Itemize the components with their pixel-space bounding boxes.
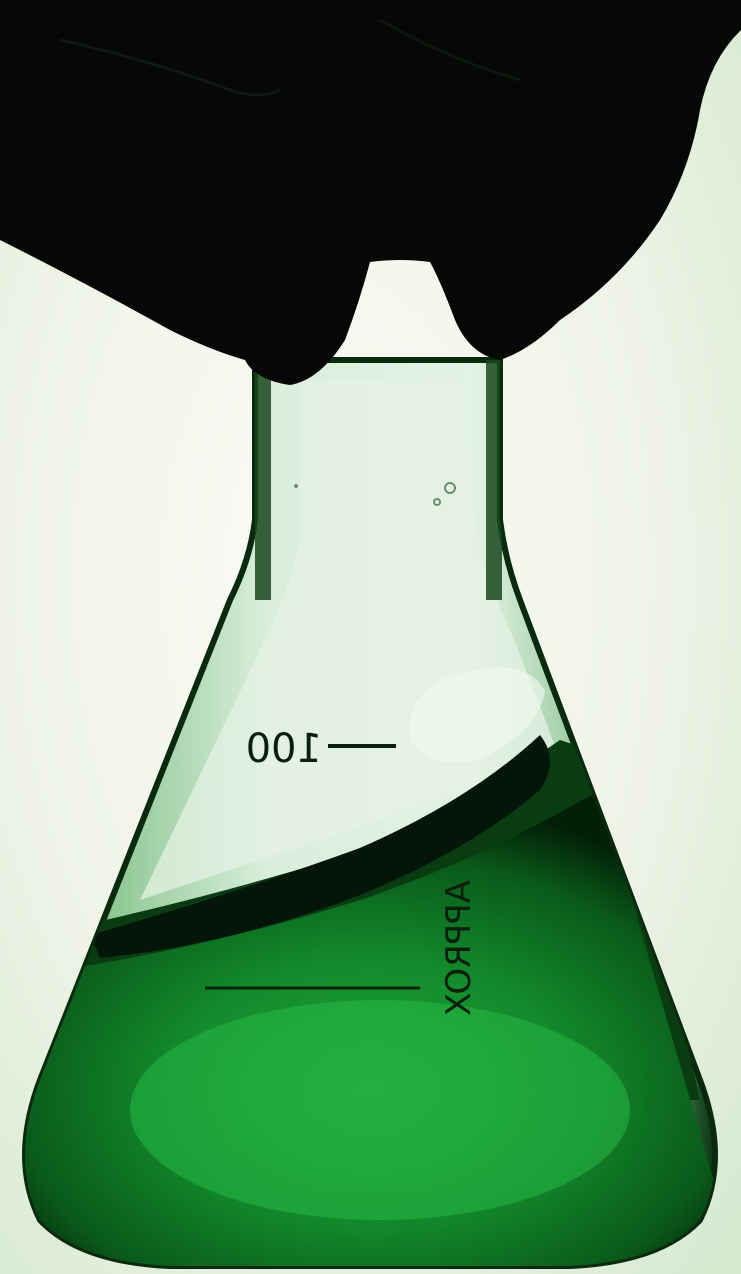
hand-silhouette [0,0,741,385]
volume-label: 100 [246,726,322,772]
flask: 100 APPROX [22,357,718,1269]
approx-label: APPROX [439,880,479,1016]
